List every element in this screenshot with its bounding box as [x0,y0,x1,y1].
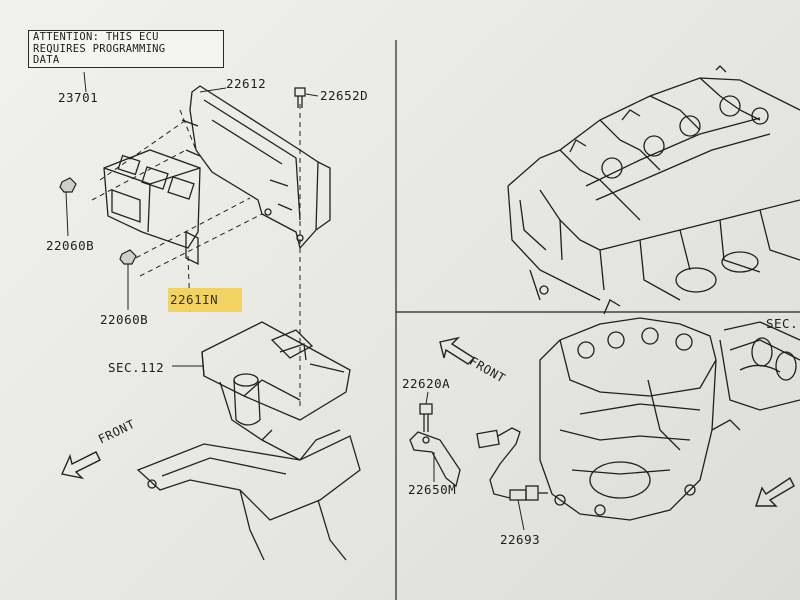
label-bolt[interactable]: 22652D [320,88,369,103]
label-ecu-module[interactable]: 2261IN [170,292,219,307]
mount-frame-drawing [136,321,361,561]
label-nut-lower[interactable]: 22060B [100,312,149,327]
label-ecu-bracket[interactable]: 23701 [58,90,99,105]
bolt-drawing [294,87,306,108]
nut-drawings [59,177,137,265]
label-oxygen-sensor[interactable]: 22693 [500,532,541,547]
label-section-ref-left[interactable]: SEC.112 [108,360,165,375]
engine-drawing-top [507,65,800,301]
label-sensor-bolt[interactable]: 22620A [402,376,451,391]
attention-note-line-3: DATA [33,54,60,66]
leader-lines-right [425,391,525,531]
oxygen-sensor-drawing [476,427,548,501]
engine-drawing-bottom [539,299,800,521]
sensor-bracket-drawing [409,431,461,488]
sensor-bolt-drawing [419,403,433,432]
label-section-ref-right[interactable]: SEC. [766,316,799,331]
attention-note: ATTENTION: THIS ECU REQUIRES PROGRAMMING… [28,30,224,68]
part-number-highlight [168,288,242,312]
label-nut-upper[interactable]: 22060B [46,238,95,253]
leader-lines-left [65,71,319,367]
front-arrow-right [439,336,476,365]
label-bracket-assembly[interactable]: 22612 [226,76,267,91]
front-arrow-left [61,451,101,480]
ecu-bracket-drawing [103,85,331,266]
attention-note-line-1: ATTENTION: THIS ECU [33,31,159,43]
attention-note-line-2: REQUIRES PROGRAMMING [33,42,166,55]
front-arrow-far-right [755,476,795,507]
label-sensor-bracket[interactable]: 22650M [408,482,457,497]
